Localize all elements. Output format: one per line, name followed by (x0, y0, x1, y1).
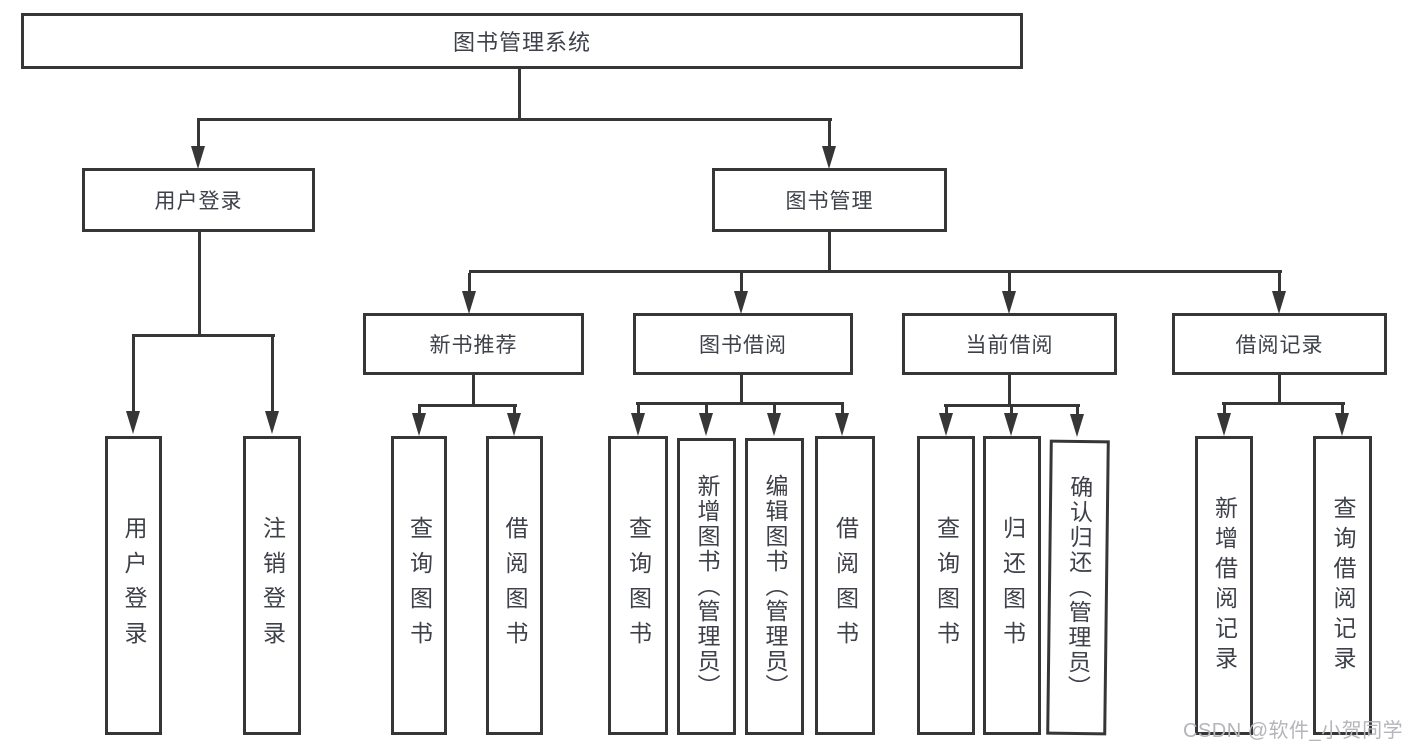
arrow-head-icon (126, 411, 140, 434)
group-label: 新书推荐 (429, 334, 518, 357)
connector-line (637, 404, 640, 415)
connector-line (1278, 375, 1281, 405)
leaf-box-query-books: 查询图书 (917, 436, 975, 735)
connector-line (197, 120, 200, 148)
connector-line (418, 406, 421, 415)
leaf-label: 编辑图书（管理员） (762, 474, 788, 699)
leaf-box-add-book-admin: 新增图书（管理员） (677, 438, 736, 735)
branch-box-user-login: 用户登录 (82, 168, 315, 232)
root-box-library-system: 图书管理系统 (21, 13, 1023, 69)
leaf-label: 归还图书 (999, 515, 1026, 656)
connector-line (518, 69, 521, 120)
leaf-label: 确认归还（管理员） (1064, 474, 1093, 701)
branch-box-book-management: 图书管理 (712, 168, 947, 232)
leaf-label: 用户登录 (121, 515, 147, 656)
branch-label: 图书管理 (785, 190, 874, 213)
connector-line (828, 120, 831, 148)
leaf-box-user-login: 用户登录 (105, 436, 162, 735)
group-label: 当前借阅 (965, 334, 1054, 357)
connector-line (468, 273, 471, 292)
leaf-box-query-books: 查询图书 (391, 436, 447, 735)
connector-line (740, 273, 743, 292)
leaf-box-borrow-books: 借阅图书 (815, 436, 875, 735)
leaf-box-query-borrow-records: 查询借阅记录 (1313, 436, 1372, 735)
connector-line (469, 270, 1282, 273)
connector-line (773, 404, 776, 415)
leaf-box-confirm-return-admin: 确认归还（管理员） (1046, 439, 1110, 736)
connector-line (828, 232, 831, 273)
arrow-head-icon (507, 413, 521, 436)
group-box-new-book-recommend: 新书推荐 (363, 313, 584, 375)
connector-line (132, 336, 135, 412)
connector-line (1076, 406, 1079, 415)
arrow-head-icon (699, 413, 713, 436)
arrow-head-icon (939, 413, 953, 436)
connector-line (1010, 406, 1013, 415)
connector-line (132, 334, 275, 337)
connector-line (1008, 273, 1011, 292)
group-label: 图书借阅 (699, 334, 787, 357)
arrow-head-icon (191, 146, 205, 169)
connector-line (472, 375, 475, 407)
connector-line (705, 404, 708, 415)
connector-line (418, 404, 517, 407)
connector-line (944, 404, 1080, 407)
branch-label: 用户登录 (154, 190, 243, 213)
leaf-box-query-books: 查询图书 (608, 436, 668, 735)
group-label: 借阅记录 (1235, 334, 1324, 357)
arrow-head-icon (1070, 414, 1084, 437)
group-box-book-borrowing: 图书借阅 (633, 313, 853, 375)
arrow-head-icon (1272, 291, 1286, 314)
connector-line (513, 406, 516, 415)
connector-line (945, 406, 948, 415)
root-label: 图书管理系统 (452, 30, 591, 55)
leaf-box-logout: 注销登录 (243, 436, 301, 735)
arrow-head-icon (734, 291, 748, 314)
group-box-current-borrowing: 当前借阅 (902, 313, 1117, 375)
leaf-box-return-books: 归还图书 (983, 436, 1041, 735)
arrow-head-icon (822, 146, 836, 169)
csdn-watermark: CSDN @软件_小贺同学 (1183, 720, 1404, 742)
leaf-label: 查询图书 (933, 515, 960, 656)
leaf-label: 注销登录 (259, 515, 286, 656)
leaf-box-borrow-books: 借阅图书 (486, 436, 543, 735)
arrow-head-icon (1004, 413, 1018, 436)
arrow-head-icon (265, 411, 279, 434)
connector-line (841, 404, 844, 415)
arrow-head-icon (835, 413, 849, 436)
leaf-box-add-borrow-record: 新增借阅记录 (1195, 436, 1253, 735)
arrow-head-icon (1335, 413, 1349, 436)
arrow-head-icon (412, 413, 426, 436)
leaf-label: 查询图书 (625, 515, 652, 656)
connector-line (636, 402, 844, 405)
arrow-head-icon (767, 413, 781, 436)
connector-line (1008, 375, 1011, 407)
arrow-head-icon (1002, 291, 1016, 314)
connector-line (197, 118, 832, 121)
arrow-head-icon (631, 413, 645, 436)
connector-line (740, 375, 743, 405)
connector-line (198, 232, 201, 337)
leaf-box-edit-book-admin: 编辑图书（管理员） (745, 438, 804, 735)
connector-line (1278, 273, 1281, 292)
leaf-label: 查询图书 (406, 515, 433, 656)
leaf-label: 借阅图书 (832, 515, 859, 656)
leaf-label: 借阅图书 (502, 515, 528, 656)
leaf-label: 新增图书（管理员） (694, 474, 720, 699)
connector-line (271, 336, 274, 412)
arrow-head-icon (1217, 413, 1231, 436)
group-box-borrowing-records: 借阅记录 (1172, 313, 1387, 375)
leaf-label: 查询借阅记录 (1330, 495, 1356, 676)
arrow-head-icon (462, 291, 476, 314)
connector-line (1223, 404, 1226, 415)
leaf-label: 新增借阅记录 (1211, 495, 1238, 676)
connector-line (1341, 404, 1344, 415)
connector-line (1222, 402, 1345, 405)
